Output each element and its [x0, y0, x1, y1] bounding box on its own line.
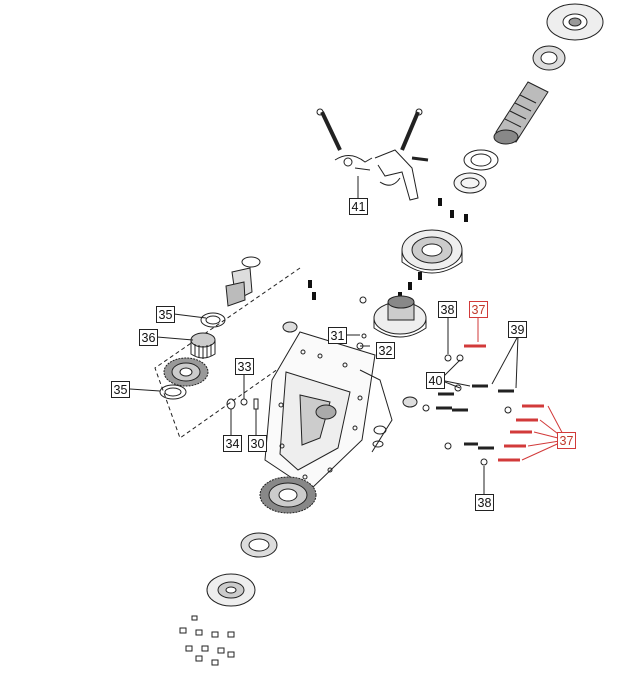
upper-bearing-icon: [532, 45, 566, 71]
washer-35-icon: [200, 312, 226, 328]
left-shaft-icon: [225, 256, 261, 307]
lower-bolts-icon: [179, 615, 235, 666]
callout-37-upper: 37: [469, 301, 488, 318]
synchro-ring-icon: [401, 229, 463, 274]
washer-icon-right: [402, 354, 512, 466]
callout-39: 39: [508, 321, 527, 338]
lower-flange-icon: [206, 573, 256, 607]
lower-bearing-icon: [240, 532, 278, 558]
input-shaft-icon: [493, 81, 549, 145]
cup-icon: [282, 321, 298, 333]
small-screw-icon: [356, 296, 367, 350]
washer-34-icon: [226, 398, 236, 436]
needle-bearing-icon: [190, 332, 216, 359]
lower-gear-icon: [259, 476, 317, 514]
callout-30: 30: [248, 435, 267, 452]
callout-34: 34: [223, 435, 242, 452]
washer-35b-icon: [159, 384, 187, 400]
callout-33: 33: [235, 358, 254, 375]
callout-38-lower: 38: [475, 494, 494, 511]
shift-fork-icon: [316, 108, 429, 201]
callout-40: 40: [426, 372, 445, 389]
callout-37-lower: 37: [557, 432, 576, 449]
gear-icon: [163, 357, 209, 387]
callout-38-upper: 38: [438, 301, 457, 318]
callout-35-upper: 35: [156, 306, 175, 323]
collar-bearing-icon: [373, 295, 427, 338]
callout-41: 41: [349, 198, 368, 215]
ball-33-icon: [240, 375, 248, 406]
callout-36: 36: [139, 329, 158, 346]
housing-outline: [154, 267, 306, 439]
washer-icon-2: [453, 172, 487, 194]
housing-cover-icon: [264, 331, 393, 491]
callout-32: 32: [376, 342, 395, 359]
bolt-icon: [436, 384, 514, 450]
top-flange-icon: [546, 3, 604, 41]
callout-35-lower: 35: [111, 381, 130, 398]
red-bolt-icon: [464, 344, 544, 462]
callout-31: 31: [328, 327, 347, 344]
pin-30-icon: [253, 398, 259, 436]
washer-icon: [463, 149, 499, 171]
